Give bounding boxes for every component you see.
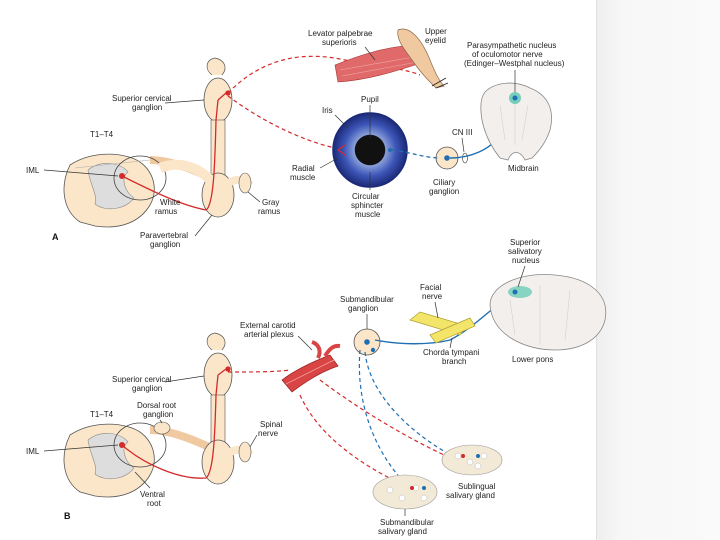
label-sup-salivatory-l1: Superior (510, 238, 541, 247)
panel-b-letter: B (64, 511, 71, 521)
panel-a-labels: Levator palpebrae superioris Upper eyeli… (26, 27, 565, 249)
label-circular-l1: Circular (352, 192, 380, 201)
label-ext-carotid-l2: arterial plexus (244, 330, 294, 339)
label-ciliary-l1: Ciliary (433, 178, 455, 187)
label-lower-pons: Lower pons (512, 355, 553, 364)
eye-iris (332, 112, 408, 188)
label-circular-l2: sphincter (351, 201, 384, 210)
label-facial-nerve-l1: Facial (420, 283, 442, 292)
label-chorda-l2: branch (442, 357, 466, 366)
label-t1t4-a: T1–T4 (90, 130, 114, 139)
label-cn3: CN III (452, 128, 472, 137)
label-radial-muscle-l2: muscle (290, 173, 316, 182)
sublingual-gland (441, 444, 503, 476)
label-pupil: Pupil (361, 95, 379, 104)
label-sup-salivatory-l3: nucleus (512, 256, 540, 265)
submandibular-gland (372, 474, 438, 510)
label-circular-l3: muscle (355, 210, 381, 219)
panel-a-letter: A (52, 232, 59, 242)
label-sup-salivatory-l2: salivatory (508, 247, 542, 256)
label-radial-muscle-l1: Radial (292, 164, 315, 173)
lower-pons (489, 274, 607, 351)
label-iml-b: IML (26, 447, 40, 456)
label-t1t4-b: T1–T4 (90, 410, 114, 419)
label-submand-ganglion-l1: Submandibular (340, 295, 394, 304)
label-sup-cervical-b-l1: Superior cervical (112, 375, 172, 384)
label-white-ramus-l2: ramus (155, 207, 177, 216)
label-parasym-nucleus-l1: Parasympathetic nucleus (467, 41, 556, 50)
ciliary-ganglion (435, 146, 468, 170)
label-parasym-nucleus-l2: of oculomotor nerve (472, 50, 543, 59)
panel-b-labels: Superior salivatory nucleus Facial nerve… (26, 238, 553, 536)
label-sup-cervical-l2: ganglion (132, 103, 162, 112)
label-dorsal-root-l1: Dorsal root (137, 401, 177, 410)
panel-a: Levator palpebrae superioris Upper eyeli… (26, 27, 565, 249)
label-ventral-root-l2: root (147, 499, 162, 508)
label-parasym-nucleus-l3: (Edinger–Westphal nucleus) (464, 59, 565, 68)
label-sup-cervical-b-l2: ganglion (132, 384, 162, 393)
label-spinal-nerve-l1: Spinal (260, 420, 282, 429)
label-levator-l2: superioris (322, 38, 357, 47)
label-paravertebral-l1: Paravertebral (140, 231, 188, 240)
submandibular-ganglion (353, 328, 381, 356)
label-midbrain: Midbrain (508, 164, 539, 173)
label-paravertebral-l2: ganglion (150, 240, 180, 249)
label-white-ramus-l1: White (160, 198, 181, 207)
sympathetic-chain-b (201, 332, 254, 485)
label-facial-nerve-l2: nerve (422, 292, 443, 301)
label-upper-eyelid-l2: eyelid (425, 36, 446, 45)
panel-b: Superior salivatory nucleus Facial nerve… (26, 238, 607, 536)
label-dorsal-root-l2: ganglion (143, 410, 173, 419)
label-submand-gland-l1: Submandibular (380, 518, 434, 527)
label-spinal-nerve-l2: nerve (258, 429, 279, 438)
label-upper-eyelid-l1: Upper (425, 27, 447, 36)
label-ext-carotid-l1: External carotid (240, 321, 296, 330)
midbrain (480, 82, 552, 161)
label-levator-l1: Levator palpebrae (308, 29, 373, 38)
label-sup-cervical-l1: Superior cervical (112, 94, 172, 103)
label-submand-ganglion-l2: ganglion (348, 304, 378, 313)
label-ventral-root-l1: Ventral (140, 490, 165, 499)
label-submand-gland-l2: salivary gland (378, 527, 427, 536)
label-gray-ramus-l2: ramus (258, 207, 280, 216)
slide-margin (596, 0, 720, 540)
upper-eyelid (397, 28, 449, 89)
sympathetic-chain-a (158, 57, 254, 218)
spinal-cord-section-b (63, 421, 217, 498)
label-sublingual-l1: Sublingual (458, 482, 496, 491)
label-iml-a: IML (26, 166, 40, 175)
label-iris: Iris (322, 106, 333, 115)
label-sublingual-l2: salivary gland (446, 491, 495, 500)
facial-nerve-chorda-tympani (409, 311, 476, 344)
label-gray-ramus-l1: Gray (262, 198, 279, 207)
external-carotid-artery (281, 340, 341, 393)
label-chorda-l1: Chorda tympani (423, 348, 480, 357)
label-ciliary-l2: ganglion (429, 187, 459, 196)
